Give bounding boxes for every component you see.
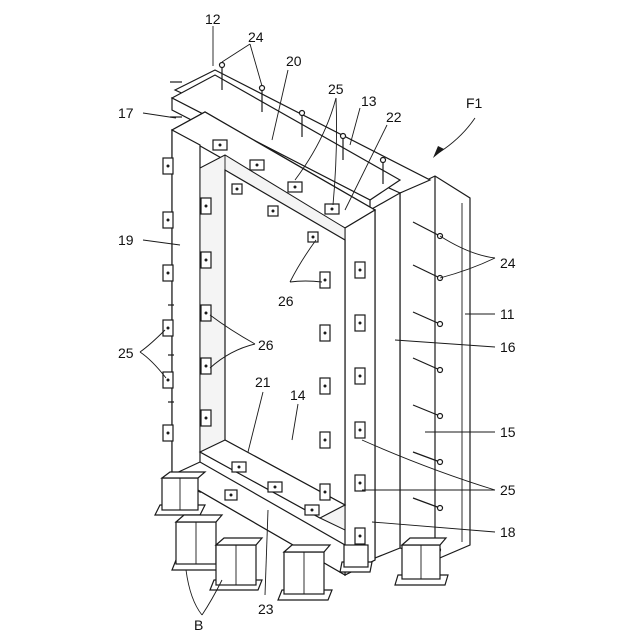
- label-26-mid: 26: [278, 293, 294, 309]
- label-14: 14: [290, 387, 306, 403]
- figure-arrow-icon: [433, 146, 444, 158]
- label-26-left: 26: [258, 337, 274, 353]
- label-24-right: 24: [500, 255, 516, 271]
- label-11: 11: [500, 306, 515, 322]
- label-23: 23: [258, 601, 274, 617]
- figure-label: F1: [466, 95, 483, 111]
- label-25-top: 25: [328, 81, 344, 97]
- label-22: 22: [386, 109, 402, 125]
- label-19: 19: [118, 232, 134, 248]
- label-15: 15: [500, 424, 516, 440]
- label-18: 18: [500, 524, 516, 540]
- label-21: 21: [255, 374, 271, 390]
- label-25-right: 25: [500, 482, 516, 498]
- label-16: 16: [500, 339, 516, 355]
- label-24-top: 24: [248, 29, 264, 45]
- label-B: B: [194, 617, 203, 633]
- label-12: 12: [205, 11, 221, 27]
- label-17: 17: [118, 105, 134, 121]
- label-20: 20: [286, 53, 302, 69]
- label-25-left: 25: [118, 345, 134, 361]
- label-13: 13: [361, 93, 377, 109]
